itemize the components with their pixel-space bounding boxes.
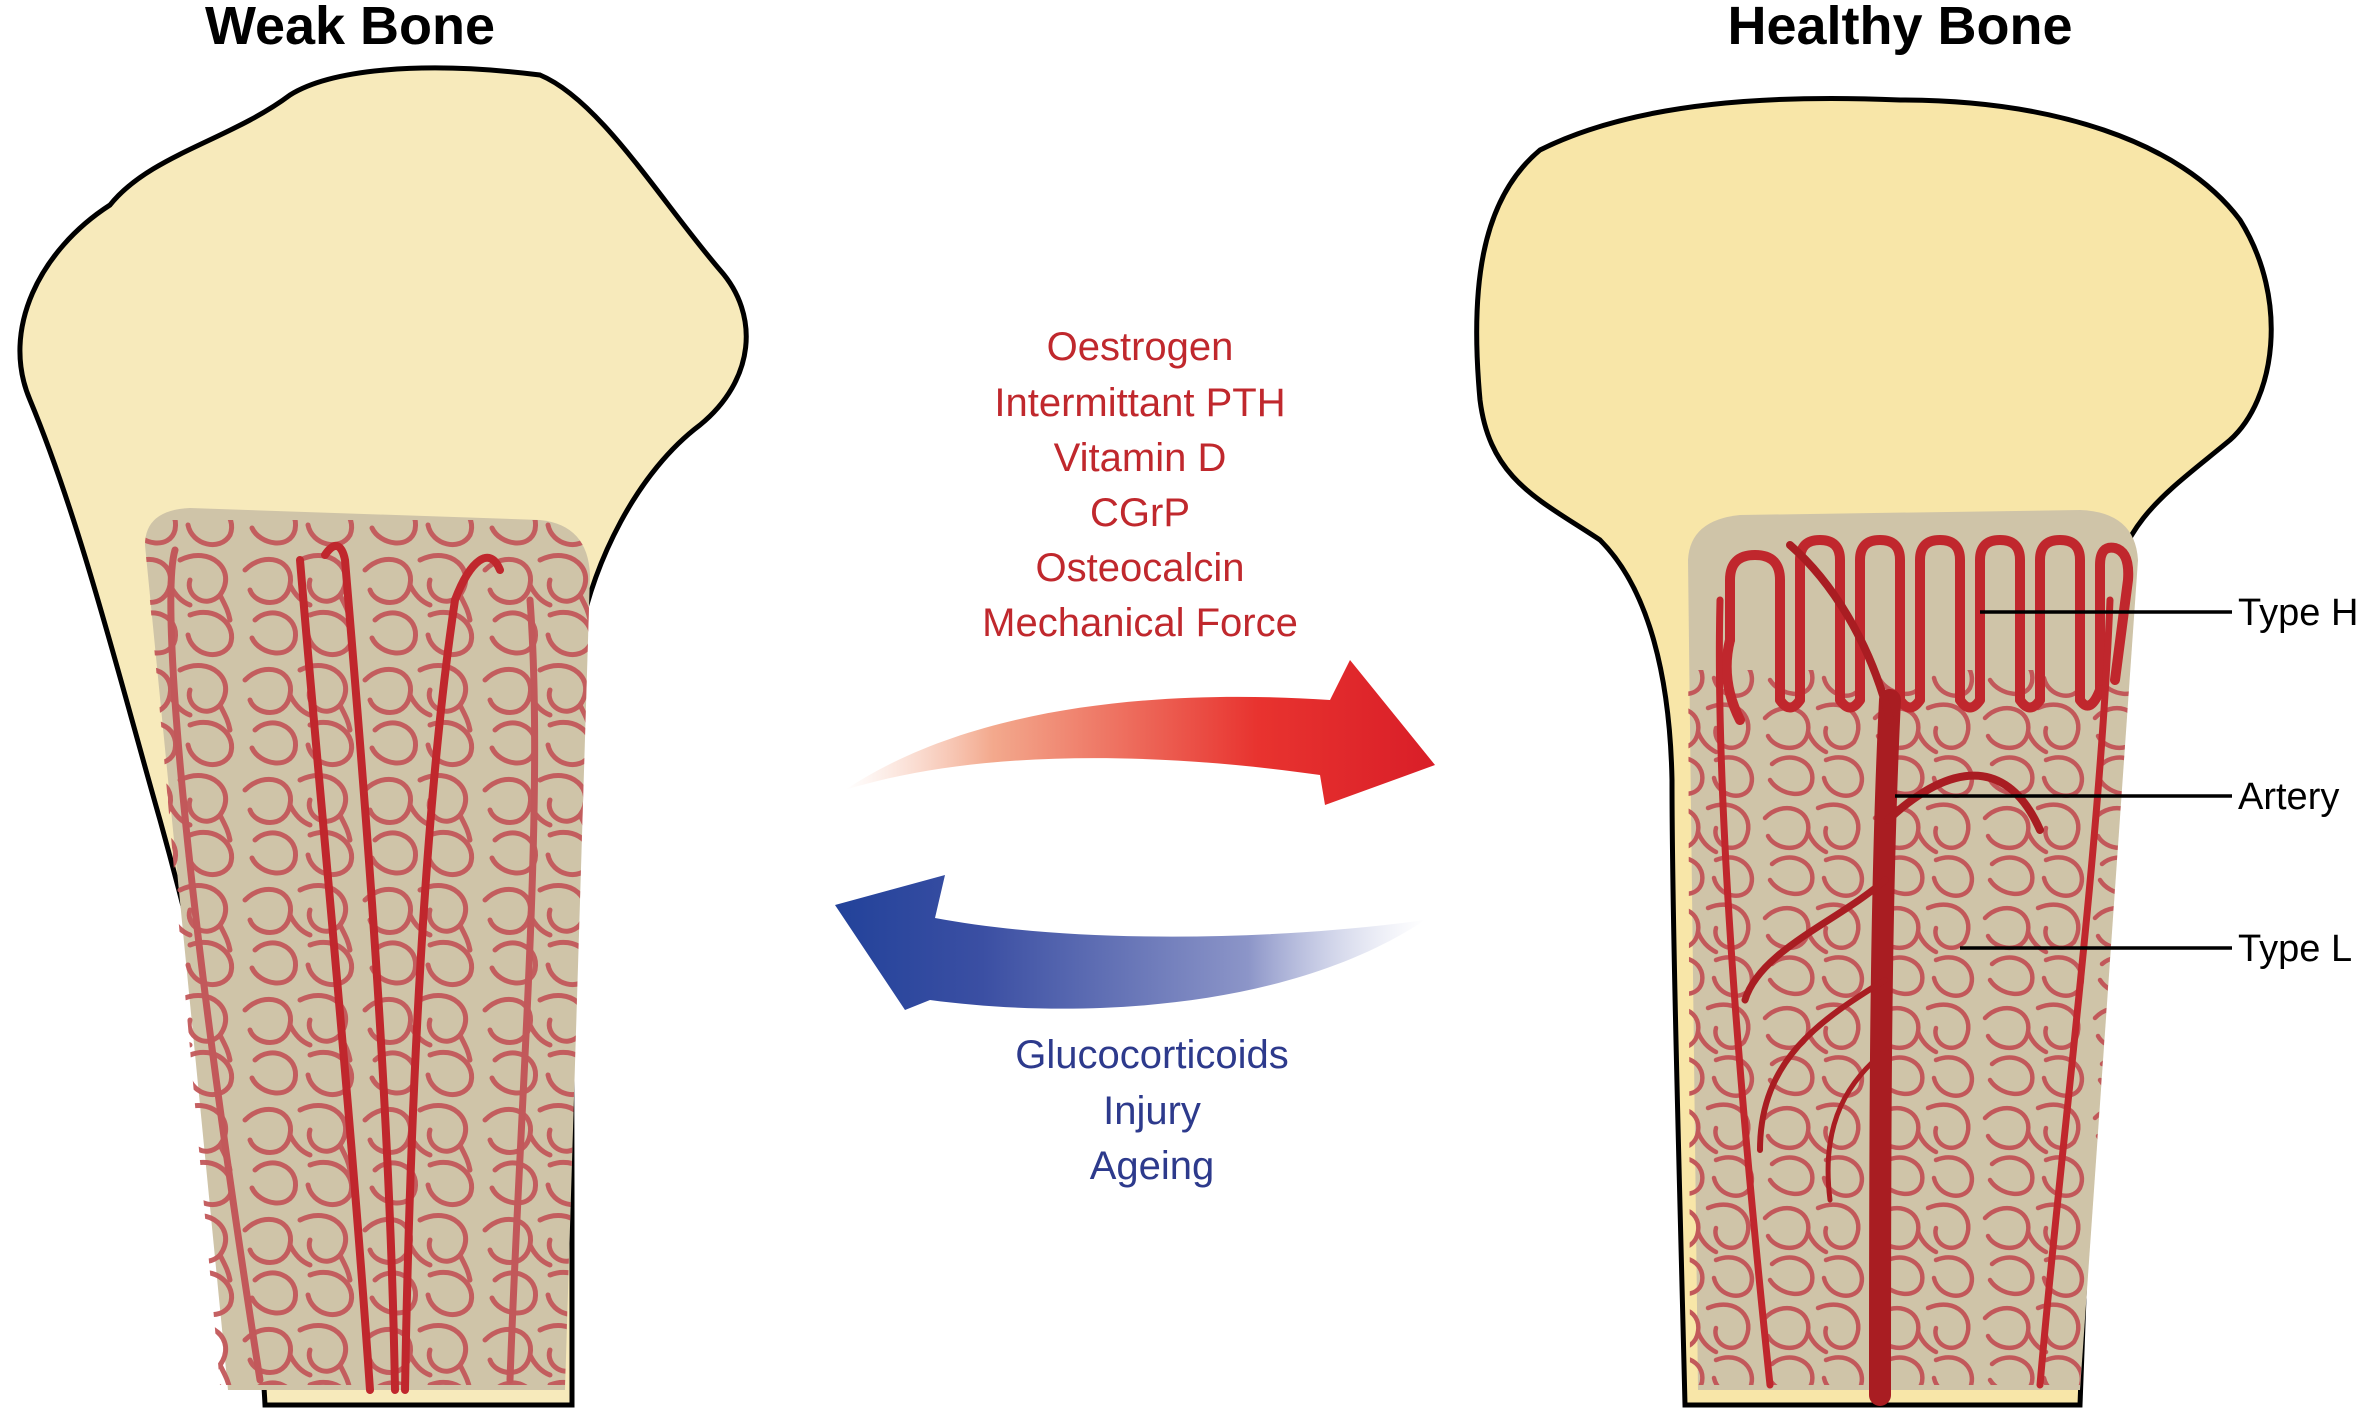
weak-bone-artery — [296, 542, 504, 1394]
healthy-bone-artery — [1741, 541, 2044, 1406]
healthy-bone-type-l-vessel-network — [1688, 670, 2138, 1385]
weak-bone-sinusoid-vessels — [167, 546, 539, 1384]
factor-glucocorticoids: Glucocorticoids — [1015, 1033, 1288, 1077]
inhibiting-factors-list: Glucocorticoids Injury Ageing — [1015, 1033, 1288, 1188]
promoting-factors-list: Oestrogen Intermittant PTH Vitamin D CGr… — [982, 325, 1298, 645]
factor-ageing: Ageing — [1090, 1144, 1215, 1188]
factor-osteocalcin: Osteocalcin — [1036, 546, 1245, 590]
healthy-bone-type-h-vessels — [1721, 535, 2134, 725]
inhibit-arrow — [835, 875, 1425, 1010]
weak-bone-title: Weak Bone — [205, 0, 495, 56]
artery-label: Artery — [2238, 776, 2339, 818]
type-l-label: Type L — [2238, 928, 2352, 970]
factor-vitamin-d: Vitamin D — [1054, 436, 1227, 480]
promote-arrow — [845, 660, 1435, 805]
factor-injury: Injury — [1103, 1089, 1201, 1133]
healthy-bone-side-vessels — [1715, 596, 2114, 1389]
healthy-bone-title: Healthy Bone — [1727, 0, 2072, 56]
weak-bone — [17, 65, 749, 1408]
vessel-labels: Type H Artery Type L — [1895, 592, 2358, 970]
factor-oestrogen: Oestrogen — [1047, 325, 1234, 369]
healthy-bone — [1474, 95, 2274, 1408]
factor-intermittant-pth: Intermittant PTH — [994, 381, 1285, 425]
factor-cgrp: CGrP — [1090, 491, 1190, 535]
factor-mechanical-force: Mechanical Force — [982, 601, 1298, 645]
type-h-label: Type H — [2238, 592, 2358, 634]
